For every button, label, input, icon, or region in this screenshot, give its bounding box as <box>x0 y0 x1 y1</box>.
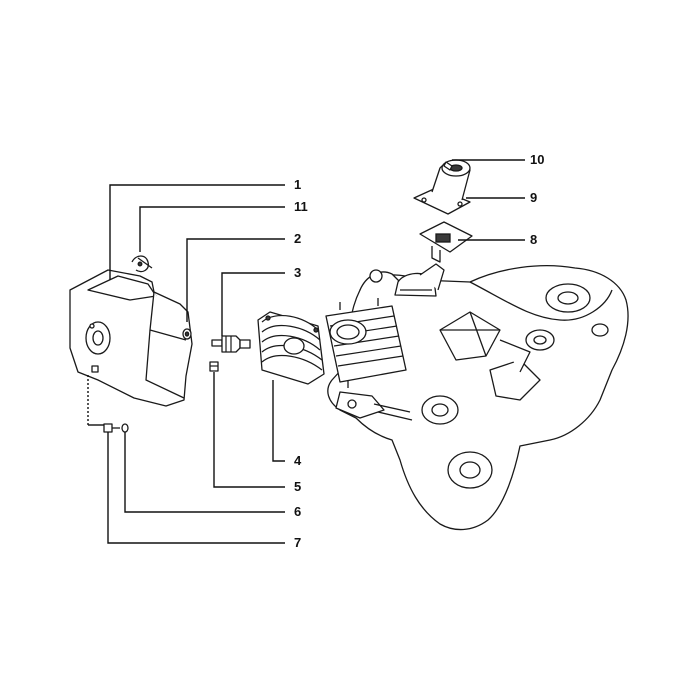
engine-cylinder <box>325 298 407 388</box>
screw-and-washer <box>103 423 129 433</box>
leader-line-11 <box>139 206 285 252</box>
leader-line-1 <box>109 184 285 280</box>
leader-line-6 <box>124 432 285 513</box>
leader-line-4 <box>272 380 285 462</box>
leader-line-5 <box>213 372 285 488</box>
callout-6: 6 <box>294 504 301 519</box>
leader-line-2 <box>186 238 285 322</box>
callout-7: 7 <box>294 535 301 550</box>
hex-nut <box>209 361 219 372</box>
callout-10: 10 <box>530 152 544 167</box>
leader-line-7 <box>107 432 285 544</box>
washer <box>182 328 192 340</box>
cooling-shroud <box>69 269 193 407</box>
spring-clip <box>131 255 153 273</box>
cylinder-head <box>257 311 325 385</box>
callout-1: 1 <box>294 177 301 192</box>
intake-manifold <box>413 159 471 215</box>
callout-11: 11 <box>294 199 308 214</box>
intake-gasket <box>419 221 473 263</box>
leader-line-3 <box>221 272 285 336</box>
spark-plug <box>211 335 251 353</box>
callout-3: 3 <box>294 265 301 280</box>
callout-2: 2 <box>294 231 301 246</box>
callout-4: 4 <box>294 453 302 468</box>
leader-lines <box>87 159 525 544</box>
callout-8: 8 <box>530 232 537 247</box>
callout-5: 5 <box>294 479 301 494</box>
callout-9: 9 <box>530 190 537 205</box>
small-screw <box>443 161 453 171</box>
engine-crankcase <box>327 263 629 531</box>
callout-numbers: 1 11 2 3 4 5 6 7 8 9 10 <box>294 152 544 550</box>
